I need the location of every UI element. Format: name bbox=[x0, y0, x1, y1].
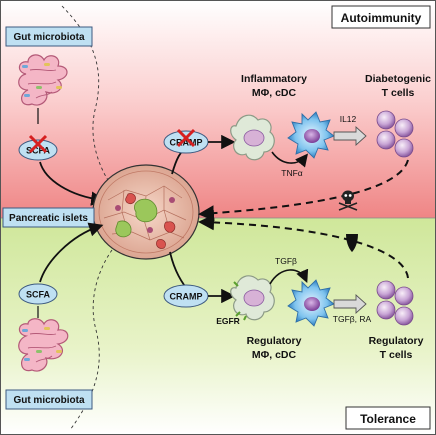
autoimmunity-label-box bbox=[331, 5, 431, 29]
diabetogenic-tcells-icon bbox=[376, 110, 414, 158]
islet-label: Pancreatic islets bbox=[9, 213, 88, 224]
top-scfa-to-islet-arrow bbox=[39, 161, 106, 206]
tnf-label: TNFα bbox=[281, 168, 303, 178]
inflammatory-macrophage-icon bbox=[230, 114, 275, 161]
top-scfa-blocked-icon bbox=[28, 134, 48, 154]
top-scfa-label: SCFA bbox=[26, 146, 51, 156]
regulatory-cell-label-1: Regulatory bbox=[247, 335, 302, 347]
regulatory-tcell-label-2: T cells bbox=[380, 349, 413, 361]
bottom-gut-boundary bbox=[69, 249, 113, 431]
diabetogenic-label-1: Diabetogenic bbox=[365, 73, 431, 85]
tgfb-ra-label: TGFβ, RA bbox=[333, 314, 372, 324]
tgfb-label: TGFβ bbox=[275, 256, 297, 266]
top-gut-label-box bbox=[5, 26, 93, 47]
regulatory-cell-label-2: MΦ, cDC bbox=[252, 349, 297, 361]
tolerance-label: Tolerance bbox=[360, 412, 416, 426]
bottom-intestine-icon bbox=[18, 318, 69, 372]
tgfb-ra-arrow bbox=[333, 293, 367, 315]
il12-label: IL12 bbox=[340, 114, 357, 124]
bottom-scfa-to-islet-arrow bbox=[39, 222, 104, 283]
islet-label-box bbox=[2, 207, 95, 228]
autoimmunity-label: Autoimmunity bbox=[341, 11, 422, 25]
tnf-feedback-arrow bbox=[271, 151, 309, 168]
bottom-cramp-label: CRAMP bbox=[170, 292, 203, 302]
inflammatory-cell-label-1: Inflammatory bbox=[241, 73, 307, 85]
diabetogenic-label-2: T cells bbox=[382, 87, 415, 99]
bottom-scfa-badge bbox=[18, 283, 58, 305]
regulatory-macrophage-icon bbox=[230, 275, 275, 321]
regulatory-dendritic-cell-icon bbox=[287, 279, 335, 327]
egfr-label: EGFR bbox=[216, 316, 240, 326]
skull-icon bbox=[338, 190, 358, 211]
inflammatory-cell-label-2: MΦ, cDC bbox=[252, 87, 297, 99]
bottom-scfa-label: SCFA bbox=[26, 290, 51, 300]
regulatory-tcell-label-1: Regulatory bbox=[369, 335, 424, 347]
tolerance-label-box bbox=[345, 406, 431, 430]
tgfb-feedback-arrow bbox=[269, 268, 309, 285]
top-cramp-blocked-icon bbox=[176, 128, 196, 148]
il12-arrow bbox=[333, 125, 367, 147]
top-cramp-label: CRAMP bbox=[170, 138, 203, 148]
top-scfa-badge bbox=[18, 139, 58, 161]
bottom-gut-label-box bbox=[5, 389, 93, 410]
shield-icon bbox=[346, 234, 358, 252]
top-gut-label: Gut microbiota bbox=[13, 32, 85, 43]
pancreatic-islet-icon bbox=[92, 164, 200, 260]
regulatory-tcells-icon bbox=[376, 280, 414, 326]
bottom-gut-label: Gut microbiota bbox=[13, 395, 85, 406]
inflammatory-dendritic-cell-icon bbox=[287, 111, 335, 159]
top-intestine-icon bbox=[18, 54, 68, 106]
